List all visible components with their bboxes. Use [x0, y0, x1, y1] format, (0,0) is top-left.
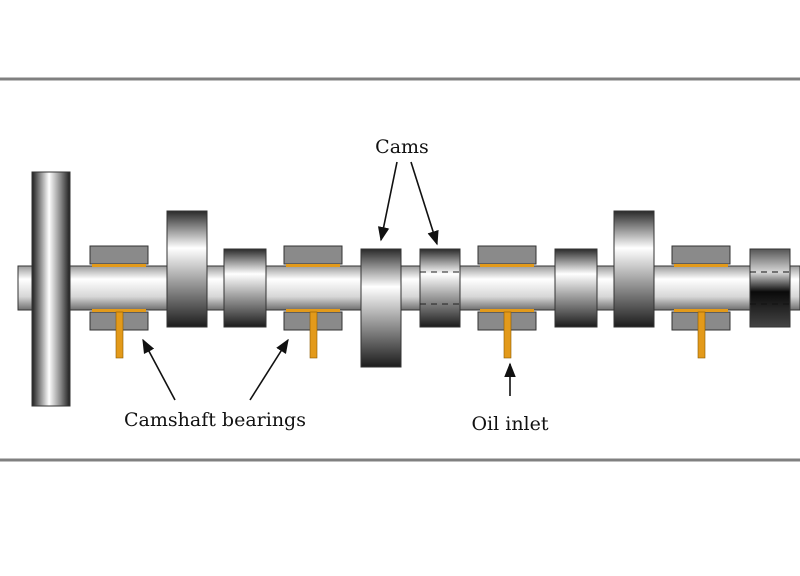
arrow-bearing-left: [142, 338, 176, 401]
camshaft-gear: [31, 171, 71, 407]
arrow-cams-right: [410, 161, 439, 246]
label-camshaft-bearings: Camshaft bearings: [124, 409, 306, 431]
camshaft-shaft: [17, 265, 800, 311]
label-oil-inlet: Oil inlet: [471, 413, 548, 435]
oil-bearing-shells: [92, 264, 728, 312]
label-cams: Cams: [375, 136, 429, 158]
arrow-cams-left: [377, 161, 398, 242]
arrow-bearing-right: [249, 338, 289, 401]
callout-arrows: [142, 161, 516, 401]
cam-lobes: [166, 210, 791, 368]
oil-feed-pipes: [115, 311, 706, 359]
